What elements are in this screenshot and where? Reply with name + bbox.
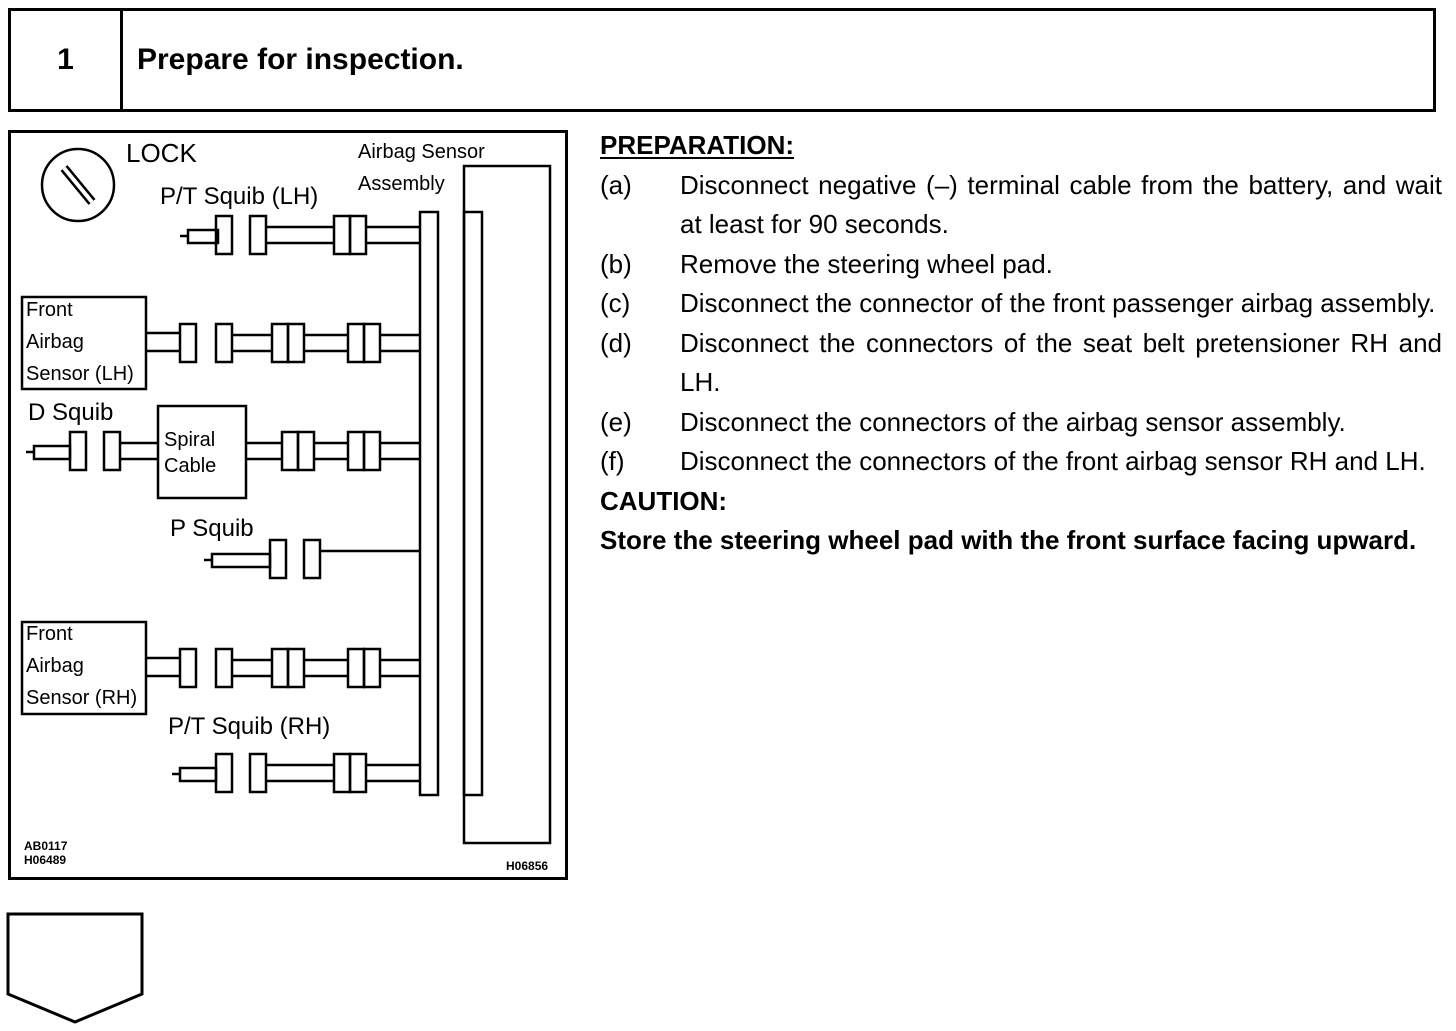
pt-squib-lh-label: P/T Squib (LH) [160, 183, 318, 210]
caution-heading: CAUTION: [600, 485, 728, 516]
d-squib-label: D Squib [28, 399, 113, 426]
step-letter: (d) [600, 327, 632, 358]
next-step-arrow-icon[interactable] [6, 912, 146, 1026]
sensor-assembly-outline [462, 164, 552, 845]
front-sensor-rh-label-3: Sensor (RH) [26, 687, 137, 709]
sensor-assembly-label-2: Assembly [358, 173, 445, 195]
spiral-cable-label-2: Cable [164, 455, 216, 477]
step-letter: (a) [600, 169, 632, 200]
front-sensor-rh-label-2: Airbag [26, 655, 84, 677]
step-letter: (e) [600, 406, 632, 437]
p-squib-wiring [204, 538, 420, 580]
step-letter: (c) [600, 288, 631, 318]
d-squib-wiring [26, 404, 420, 500]
sensor-assembly-label-1: Airbag Sensor [358, 141, 485, 163]
step-number: 1 [11, 11, 123, 109]
preparation-step: (d) Disconnect the connectors of the sea… [600, 324, 1442, 403]
spiral-cable-box [156, 404, 248, 500]
step-text: Disconnect negative (–) terminal cable f… [680, 169, 1442, 240]
step-text: Disconnect the connectors of the seat be… [680, 327, 1442, 398]
preparation-step: (e) Disconnect the connectors of the air… [600, 403, 1442, 443]
spiral-cable-label-1: Spiral [164, 429, 215, 451]
figure-code-3: H06856 [506, 859, 548, 873]
sensor-assembly-connector [462, 210, 484, 797]
instructions: PREPARATION: (a) Disconnect negative (–)… [600, 126, 1442, 561]
step-text: Disconnect the connector of the front pa… [680, 288, 1436, 318]
front-sensor-lh-wiring [20, 295, 420, 391]
step-text: Disconnect the connectors of the front a… [680, 446, 1426, 476]
caution-text: Store the steering wheel pad with the fr… [600, 525, 1417, 555]
preparation-steps: (a) Disconnect negative (–) terminal cab… [600, 166, 1442, 482]
figure-code-1: AB0117 [24, 839, 68, 853]
preparation-step: (f) Disconnect the connectors of the fro… [600, 442, 1442, 482]
preparation-heading: PREPARATION: [600, 130, 795, 160]
front-sensor-lh-label-3: Sensor (LH) [26, 363, 134, 385]
step-text: Disconnect the connectors of the airbag … [680, 406, 1346, 437]
figure-code-2: H06489 [24, 853, 66, 867]
step-letter: (f) [600, 446, 625, 476]
step-header: 1 Prepare for inspection. [8, 8, 1436, 112]
pt-squib-rh-wiring [172, 752, 420, 794]
front-sensor-rh-label-1: Front [26, 623, 73, 645]
lock-key-icon [40, 147, 116, 223]
airbag-wiring-diagram: LOCK Airbag Sensor Assembly P/T Squib (L… [8, 130, 568, 880]
harness-bus [418, 210, 440, 797]
preparation-step: (a) Disconnect negative (–) terminal cab… [600, 166, 1442, 245]
pt-squib-lh-wiring [180, 214, 420, 256]
step-letter: (b) [600, 248, 632, 279]
front-sensor-lh-label-2: Airbag [26, 331, 84, 353]
step-title: Prepare for inspection. [137, 43, 464, 76]
p-squib-label: P Squib [170, 515, 254, 542]
front-sensor-rh-wiring [20, 620, 420, 716]
step-text: Remove the steering wheel pad. [680, 248, 1053, 279]
diagram-frame [8, 130, 568, 880]
front-sensor-lh-label-1: Front [26, 299, 73, 321]
preparation-step: (c) Disconnect the connector of the fron… [600, 284, 1442, 324]
preparation-step: (b) Remove the steering wheel pad. [600, 245, 1442, 285]
lock-label: LOCK [126, 138, 197, 168]
pt-squib-rh-label: P/T Squib (RH) [168, 713, 330, 740]
